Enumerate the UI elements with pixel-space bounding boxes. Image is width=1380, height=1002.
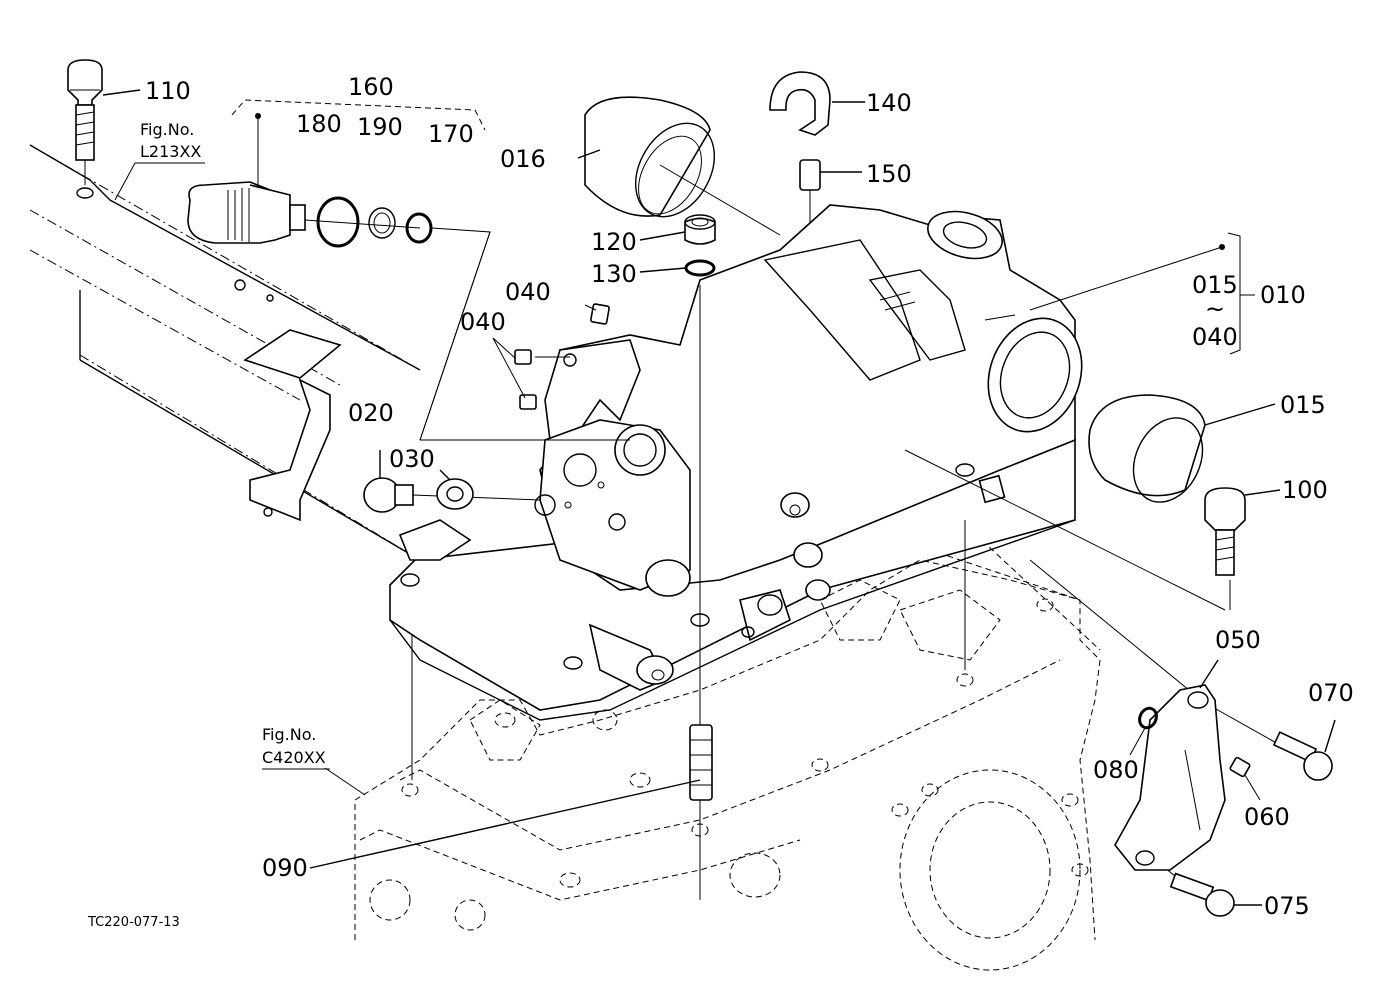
callout-015-range-start: 015 xyxy=(1192,271,1238,299)
dowel-090 xyxy=(309,724,713,869)
callout-075: 075 xyxy=(1264,892,1310,920)
callout-120: 120 xyxy=(591,228,637,256)
oring-130 xyxy=(639,259,716,277)
callout-040-range-end: 040 xyxy=(1192,323,1238,351)
relief-valve-assembly xyxy=(187,99,491,441)
figure-reference-c420: Fig.No. C420XX xyxy=(262,725,330,770)
callout-range-tilde: ~ xyxy=(1205,295,1225,323)
bolt-100 xyxy=(1204,487,1281,576)
figure-reference-l213: Fig.No. L213XX xyxy=(114,120,205,201)
callout-080: 080 xyxy=(1093,756,1139,784)
fig-ref-prefix: Fig.No. xyxy=(140,120,194,139)
callout-040-left: 040 xyxy=(460,308,506,336)
callout-060: 060 xyxy=(1244,803,1290,831)
callout-labels: 110 160 180 190 170 016 140 150 120 130 … xyxy=(145,73,1354,920)
callout-140: 140 xyxy=(866,89,912,117)
bushing-015 xyxy=(1088,394,1276,503)
cylinder-housing xyxy=(389,204,1083,721)
callout-030: 030 xyxy=(389,445,435,473)
callout-190: 190 xyxy=(357,113,403,141)
screw-060 xyxy=(1229,756,1261,801)
callout-160: 160 xyxy=(348,73,394,101)
callout-150: 150 xyxy=(866,160,912,188)
callout-070: 070 xyxy=(1308,679,1354,707)
bolt-075 xyxy=(1169,872,1262,917)
fig-ref-number: L213XX xyxy=(140,142,201,161)
fig-ref-prefix: Fig.No. xyxy=(262,725,316,744)
bolt-070 xyxy=(1272,719,1336,781)
drawing-code: TC220-077-13 xyxy=(87,915,180,930)
bolt-110 xyxy=(67,59,141,185)
callout-110: 110 xyxy=(145,77,191,105)
callout-016: 016 xyxy=(500,145,546,173)
fig-ref-number: C420XX xyxy=(262,748,326,767)
bracket-plate xyxy=(29,144,421,561)
plug-020 xyxy=(363,450,541,513)
callout-050: 050 xyxy=(1215,626,1261,654)
transmission-case xyxy=(324,559,1101,971)
washer-030 xyxy=(436,469,474,510)
bracket-050 xyxy=(1114,659,1226,871)
callout-015: 015 xyxy=(1280,391,1326,419)
callout-010: 010 xyxy=(1260,281,1306,309)
callout-180: 180 xyxy=(296,110,342,138)
collar-120 xyxy=(639,214,716,245)
callout-090: 090 xyxy=(262,854,308,882)
callout-100: 100 xyxy=(1282,476,1328,504)
callout-130: 130 xyxy=(591,260,637,288)
callout-040-top: 040 xyxy=(505,278,551,306)
hose-elbow-140 xyxy=(769,71,865,136)
bushing-016 xyxy=(577,96,781,236)
oring-080 xyxy=(1129,706,1158,756)
callout-020: 020 xyxy=(348,399,394,427)
callout-170: 170 xyxy=(428,120,474,148)
